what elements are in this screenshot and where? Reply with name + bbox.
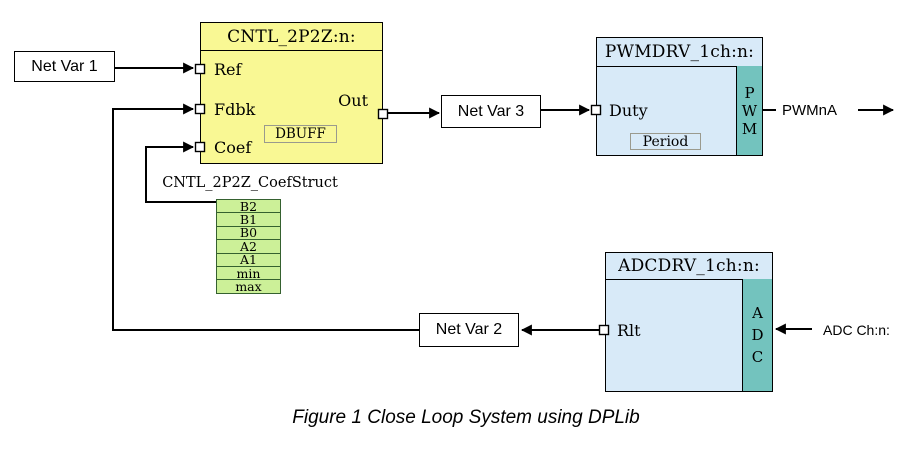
cntl-port-coef-label: Coef [214, 138, 252, 157]
cntl-port-fdbk-label: Fdbk [214, 100, 256, 119]
coef-row: max [216, 279, 281, 294]
adc-port-rlt-label: Rlt [617, 321, 641, 340]
pwm-strip-letter: P [744, 83, 755, 102]
pwm-port-duty-label: Duty [609, 101, 648, 120]
pwm-strip-letter: W [741, 101, 758, 120]
adc-strip-letter: A [752, 304, 763, 322]
pwmdrv-block-title: PWMDRV_1ch:n: [597, 38, 762, 67]
pwm-side-strip: P W M [736, 66, 762, 155]
adcdrv-block: ADCDRV_1ch:n: A D C Rlt [605, 252, 773, 392]
figure-caption: Figure 1 Close Loop System using DPLib [292, 407, 640, 428]
net-var-3-box: Net Var 3 [441, 95, 541, 128]
period-box: Period [630, 133, 701, 150]
coef-struct-title: CNTL_2P2Z_CoefStruct [162, 175, 338, 191]
adc-channel-label: ADC Ch:n: [823, 322, 890, 338]
cntl-port-ref-label: Ref [214, 60, 242, 79]
adcdrv-block-title: ADCDRV_1ch:n: [606, 253, 772, 280]
dbuff-box: DBUFF [264, 125, 337, 143]
net-var-2-box: Net Var 2 [419, 313, 519, 347]
adc-side-strip: A D C [742, 279, 772, 391]
net-var-1-box: Net Var 1 [14, 51, 115, 82]
cntl-block-title: CNTL_2P2Z:n: [201, 23, 382, 51]
pwmdrv-block: PWMDRV_1ch:n: P W M Duty Period [596, 37, 763, 156]
cntl-port-out-label: Out [338, 91, 368, 110]
pwm-strip-letter: M [741, 119, 758, 138]
coef-struct-table: B2 B1 B0 A2 A1 min max [216, 199, 281, 294]
pwmna-signal-label: PWMnA [782, 102, 838, 119]
adc-strip-letter: C [751, 348, 764, 366]
adc-strip-letter: D [751, 326, 764, 344]
cntl-2p2z-block: CNTL_2P2Z:n: Ref Fdbk Coef Out DBUFF [200, 22, 383, 164]
